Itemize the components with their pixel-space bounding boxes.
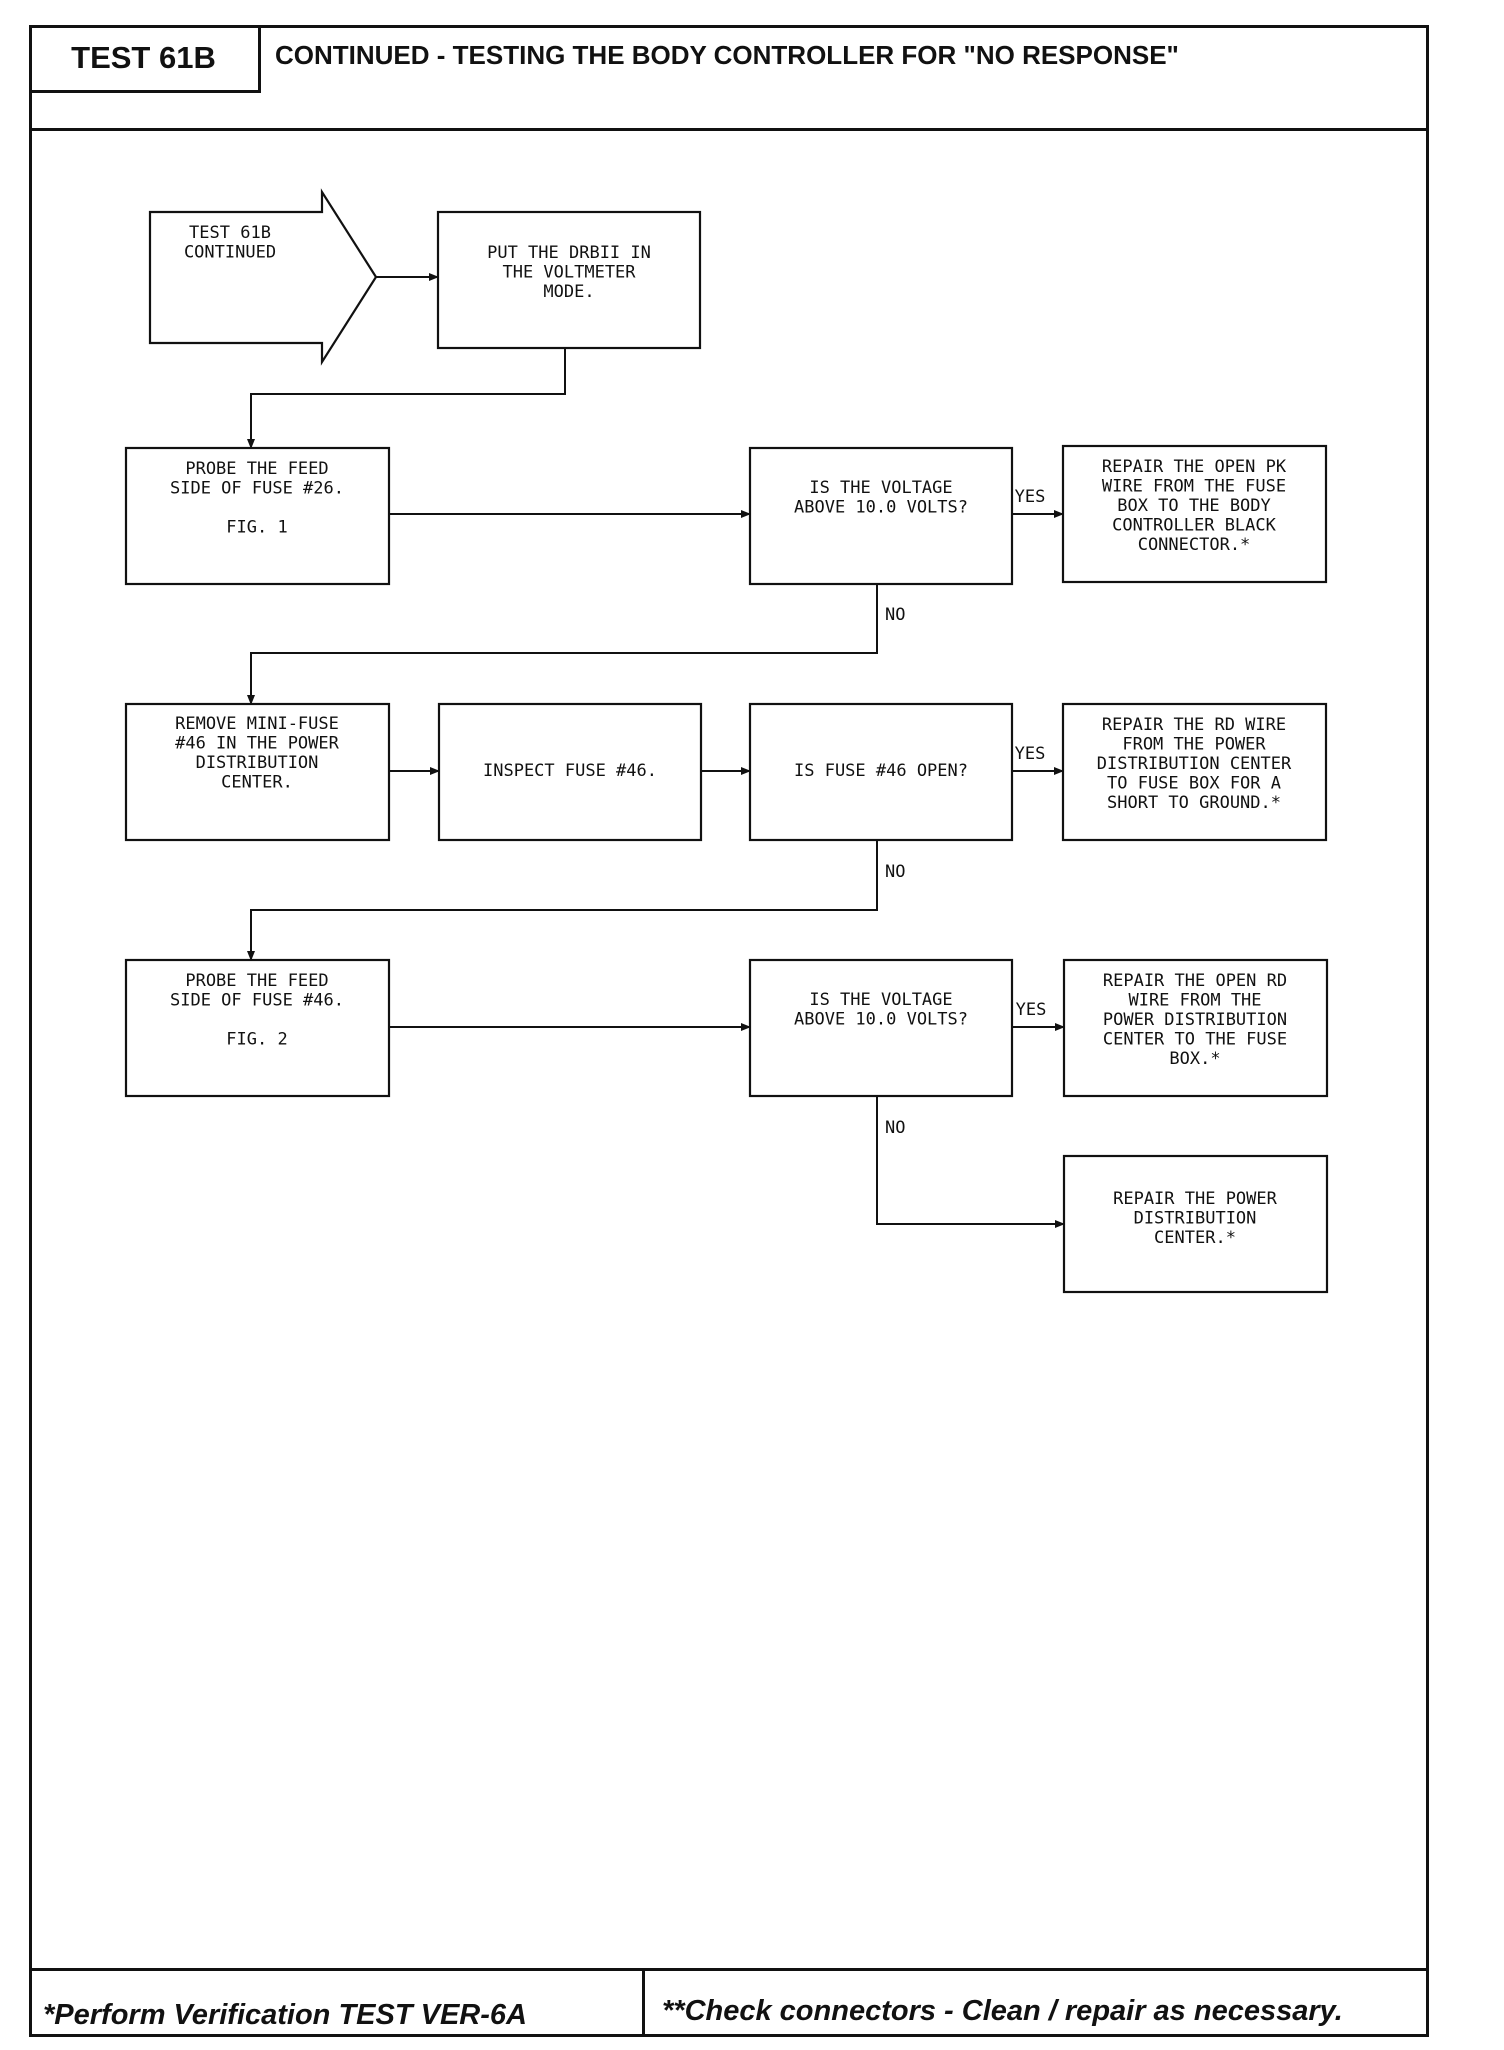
header-bar <box>29 25 1429 131</box>
connector-decision-2-no <box>876 1096 1065 1228</box>
flow-text-line: IS THE VOLTAGE <box>809 990 952 1010</box>
no-label-3: NO <box>885 1118 905 1138</box>
flow-text-line: INSPECT FUSE #46. <box>483 761 657 781</box>
flow-text-line: FIG. 1 <box>226 518 287 538</box>
flow-text-line: ABOVE 10.0 VOLTS? <box>794 498 968 518</box>
flow-text-line: BOX.* <box>1169 1049 1220 1069</box>
flow-text-line: THE VOLTMETER <box>502 263 636 283</box>
flow-text-line: TEST 61B <box>189 223 271 243</box>
flow-text-line: DISTRIBUTION <box>1134 1209 1257 1229</box>
step-put-drbii-box <box>436 210 702 350</box>
flow-text-line: WIRE FROM THE <box>1128 991 1261 1011</box>
no-label-2: NO <box>885 862 905 882</box>
flow-text-line: REPAIR THE RD WIRE <box>1102 715 1286 735</box>
result-repair-pk-wire-box <box>1061 444 1328 584</box>
step-inspect-fuse-box <box>437 702 703 842</box>
yes-label-3: YES <box>1016 1000 1047 1020</box>
decision-fuse-open-text: IS FUSE #46 OPEN? <box>794 761 968 781</box>
result-repair-rd-short-box <box>1061 702 1328 842</box>
flow-text-line: SIDE OF FUSE #46. <box>170 991 344 1011</box>
flow-text-line: ABOVE 10.0 VOLTS? <box>794 1010 968 1030</box>
flow-text-line: CONNECTOR.* <box>1138 535 1251 555</box>
test-id: TEST 61B <box>29 25 261 93</box>
footer-connector-note: **Check connectors - Clean / repair as n… <box>662 1995 1343 2027</box>
page-frame <box>29 25 1429 2037</box>
flow-text-line: REMOVE MINI-FUSE <box>175 714 339 734</box>
step-inspect-fuse-text: INSPECT FUSE #46. <box>483 761 657 781</box>
flow-text-line: SIDE OF FUSE #26. <box>170 479 344 499</box>
flow-text-line: CONTINUED <box>184 243 276 263</box>
flow-text-line: CENTER TO THE FUSE <box>1103 1030 1287 1050</box>
page-title: CONTINUED - TESTING THE BODY CONTROLLER … <box>275 40 1179 70</box>
step-probe-fuse-46-box <box>124 958 391 1098</box>
footer-verification-note: *Perform Verification TEST VER-6A <box>43 1999 527 2031</box>
flow-text-line: POWER DISTRIBUTION <box>1103 1010 1287 1030</box>
decision-voltage-1-box <box>748 446 1014 586</box>
flow-text-line: DISTRIBUTION CENTER <box>1097 754 1292 774</box>
flow-text-line: CENTER. <box>221 773 293 793</box>
flow-text-line: PROBE THE FEED <box>185 971 328 991</box>
flow-text-line: CENTER.* <box>1154 1228 1236 1248</box>
flow-text-line: REPAIR THE POWER <box>1113 1189 1278 1209</box>
flow-text-line: REPAIR THE OPEN RD <box>1103 971 1287 991</box>
yes-label-1: YES <box>1015 487 1046 507</box>
flow-text-line: PUT THE DRBII IN <box>487 243 651 263</box>
footer-divider <box>642 1968 645 2037</box>
connector-drbii-to-probe-26 <box>247 348 566 449</box>
flow-text-line: SHORT TO GROUND.* <box>1107 793 1281 813</box>
result-repair-rd-open-box <box>1062 958 1329 1098</box>
start-arrow-shape <box>148 188 378 366</box>
step-remove-mini-fuse-box <box>124 702 391 842</box>
flow-text-line: REPAIR THE OPEN PK <box>1102 457 1287 477</box>
flow-text-line: PROBE THE FEED <box>185 459 328 479</box>
flow-text-line: IS THE VOLTAGE <box>809 478 952 498</box>
footer-bar <box>29 1968 1429 2037</box>
result-repair-pdc-box <box>1062 1154 1329 1294</box>
flow-text-line: IS FUSE #46 OPEN? <box>794 761 968 781</box>
flow-text-line: DISTRIBUTION <box>196 753 319 773</box>
flow-text-line: FROM THE POWER <box>1122 735 1266 755</box>
flow-text-line: CONTROLLER BLACK <box>1112 516 1277 536</box>
no-label-1: NO <box>885 605 905 625</box>
flow-text-line: BOX TO THE BODY <box>1117 496 1271 516</box>
yes-label-2: YES <box>1015 744 1046 764</box>
flow-text-line: WIRE FROM THE FUSE <box>1102 477 1286 497</box>
flow-text-line: #46 IN THE POWER <box>175 734 340 754</box>
decision-voltage-2-box <box>748 958 1014 1098</box>
connector-fuse-open-no <box>247 840 878 961</box>
flow-text-line: FIG. 2 <box>226 1030 287 1050</box>
decision-fuse-open-box <box>748 702 1014 842</box>
step-probe-fuse-26-box <box>124 446 391 586</box>
flow-text-line: MODE. <box>543 282 594 302</box>
flow-text-line: TO FUSE BOX FOR A <box>1107 774 1281 794</box>
connector-decision-1-no <box>247 584 878 705</box>
